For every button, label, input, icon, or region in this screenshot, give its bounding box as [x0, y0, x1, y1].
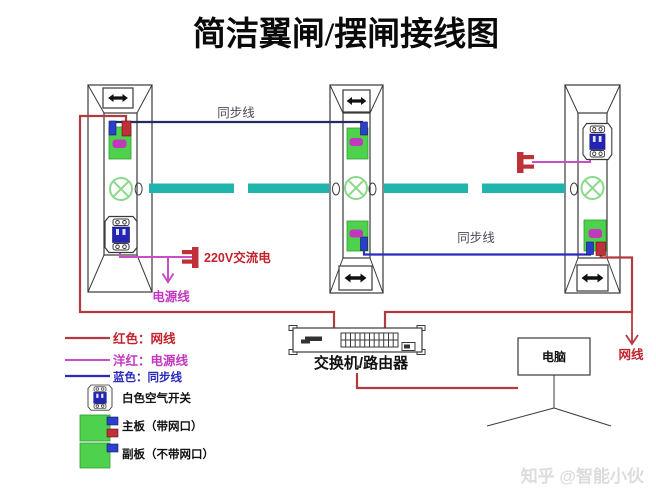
- gate-arms: [149, 183, 565, 193]
- sub-board-middle-top: [346, 121, 369, 160]
- network-port-red-icon: [595, 241, 606, 256]
- network-line-label: 网线: [618, 347, 644, 362]
- arm-hinges: [134, 182, 578, 196]
- network-port-blue-icon: [360, 236, 368, 251]
- gate-arm-left-b: [248, 183, 329, 193]
- air-switch-icon-right: [582, 122, 613, 161]
- legend-label-sync: 蓝色：同步线: [113, 370, 182, 384]
- network-port-blue-icon: [360, 121, 368, 136]
- board-connector-icon: [349, 138, 363, 146]
- computer-label: 电脑: [542, 349, 566, 364]
- board-connector-icon: [349, 229, 363, 238]
- wire-network-left: [78, 114, 336, 330]
- power-line-label: 电源线: [152, 289, 190, 304]
- computer-stand: [486, 375, 612, 427]
- power-glyph: [305, 336, 322, 341]
- board-connector-icon: [112, 139, 127, 148]
- watermark: 知乎 @智能小伙: [520, 466, 645, 486]
- ac-plug-icon-right: [517, 152, 534, 173]
- legend-label-sub-board: 副板（不带网口）: [122, 447, 214, 461]
- legend-label-main-board: 主板（带网口）: [122, 419, 203, 433]
- air-switch-icon-left: [104, 215, 138, 254]
- indicator-light-icon-right: [580, 176, 605, 200]
- switch-router-label: 交换机/路由器: [314, 354, 409, 372]
- gate-arm-left-a: [149, 183, 234, 193]
- network-port-blue-icon: [108, 120, 117, 136]
- ac-supply-label: 220V交流电: [204, 250, 271, 265]
- ac-plug-icon-left: [182, 247, 199, 268]
- direction-indicator-middle-bottom: [338, 265, 373, 291]
- wire-network-right: [383, 252, 634, 330]
- board-connector-icon: [588, 229, 602, 238]
- indicator-light-icon-left: [109, 177, 133, 201]
- wire-network-switch-to-computer: [355, 373, 518, 390]
- sync-line-label-top: 同步线: [217, 106, 255, 120]
- computer-box: [517, 337, 591, 376]
- direction-indicator-right-bottom: [576, 264, 609, 292]
- computer: [486, 337, 612, 427]
- indicator-light-icon-middle: [344, 176, 368, 200]
- network-port-blue-icon: [586, 241, 594, 255]
- legend-main-board-icon: [79, 414, 119, 442]
- sync-line-label-right: 同步线: [457, 231, 495, 245]
- main-board-left: [108, 120, 132, 160]
- network-port-red-icon: [121, 120, 132, 137]
- direction-indicator-middle-top: [342, 89, 371, 113]
- legend-label-power: 洋红：电源线: [113, 353, 189, 368]
- main-board-right: [583, 219, 607, 256]
- gate-arm-right-b: [482, 183, 565, 193]
- legend-air-switch-icon: [87, 384, 113, 411]
- gate-arm-right-a: [384, 183, 468, 193]
- direction-indicator-left-top: [102, 87, 134, 109]
- legend-label-network: 红色：网线: [113, 331, 176, 346]
- legend-label-air-switch: 白色空气开关: [122, 391, 191, 405]
- legend-sub-board-icon: [79, 442, 119, 469]
- sub-board-middle-bottom: [346, 220, 369, 252]
- network-line-arrow: [625, 312, 639, 346]
- switch-router: [288, 325, 426, 355]
- power-line-arrow: [161, 257, 175, 284]
- page-title: 简洁翼闸/摆闸接线图: [193, 16, 499, 53]
- legend: 红色：网线 洋红：电源线 蓝色：同步线 白色空气开关 主板（带网口） 副板（不带…: [65, 331, 214, 469]
- wire-sync-right: [362, 248, 592, 256]
